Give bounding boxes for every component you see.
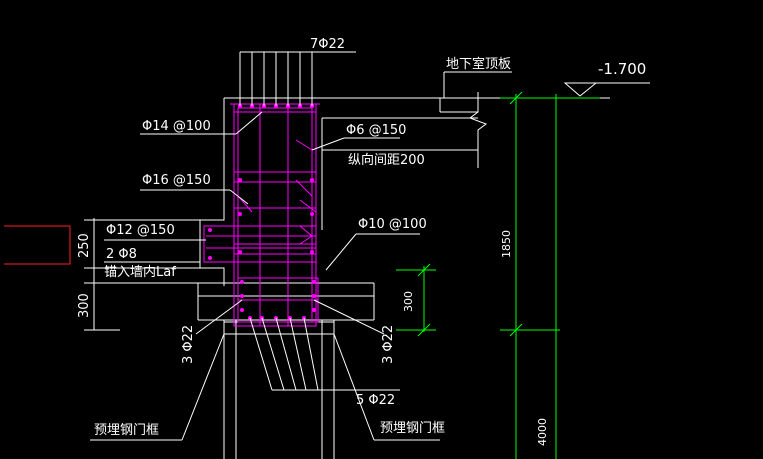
label-stirrup-outer: Φ14 @100 xyxy=(142,119,211,134)
label-tie-left: Φ12 @150 xyxy=(106,223,175,238)
label-frame-left: 预埋钢门框 xyxy=(94,423,159,438)
label-bottom-right-bars: 3 Φ22 xyxy=(381,325,396,364)
label-stirrup-mid: Φ16 @150 xyxy=(142,173,211,188)
label-bottom-bars: 5 Φ22 xyxy=(356,393,395,408)
section-mark xyxy=(4,225,71,265)
label-frame-right: 预埋钢门框 xyxy=(380,421,445,436)
left-dimension xyxy=(84,218,200,331)
dim-300-left: 300 xyxy=(77,293,92,318)
label-roof-slab: 地下室顶板 xyxy=(446,56,511,72)
label-stirrup-right: Φ6 @150 xyxy=(346,123,406,138)
label-bottom-left-bars: 3 Φ22 xyxy=(181,325,196,364)
leader-lines xyxy=(90,51,512,441)
dim-300-right: 300 xyxy=(402,291,415,312)
label-anchor-bars: 2 Φ8 xyxy=(106,247,137,262)
green-dimensions xyxy=(396,91,600,459)
label-top-bars: 7Φ22 xyxy=(310,37,345,52)
label-elevation: -1.700 xyxy=(598,60,646,78)
dim-4000: 4000 xyxy=(536,418,549,446)
dim-250: 250 xyxy=(77,233,92,258)
label-anchor-note: 锚入墙内Laf xyxy=(104,264,176,280)
label-longitudinal-spacing: 纵向间距200 xyxy=(348,152,425,168)
label-tie-right: Φ10 @100 xyxy=(358,217,427,232)
dim-1850: 1850 xyxy=(500,230,513,258)
rebar-cage xyxy=(203,103,320,327)
